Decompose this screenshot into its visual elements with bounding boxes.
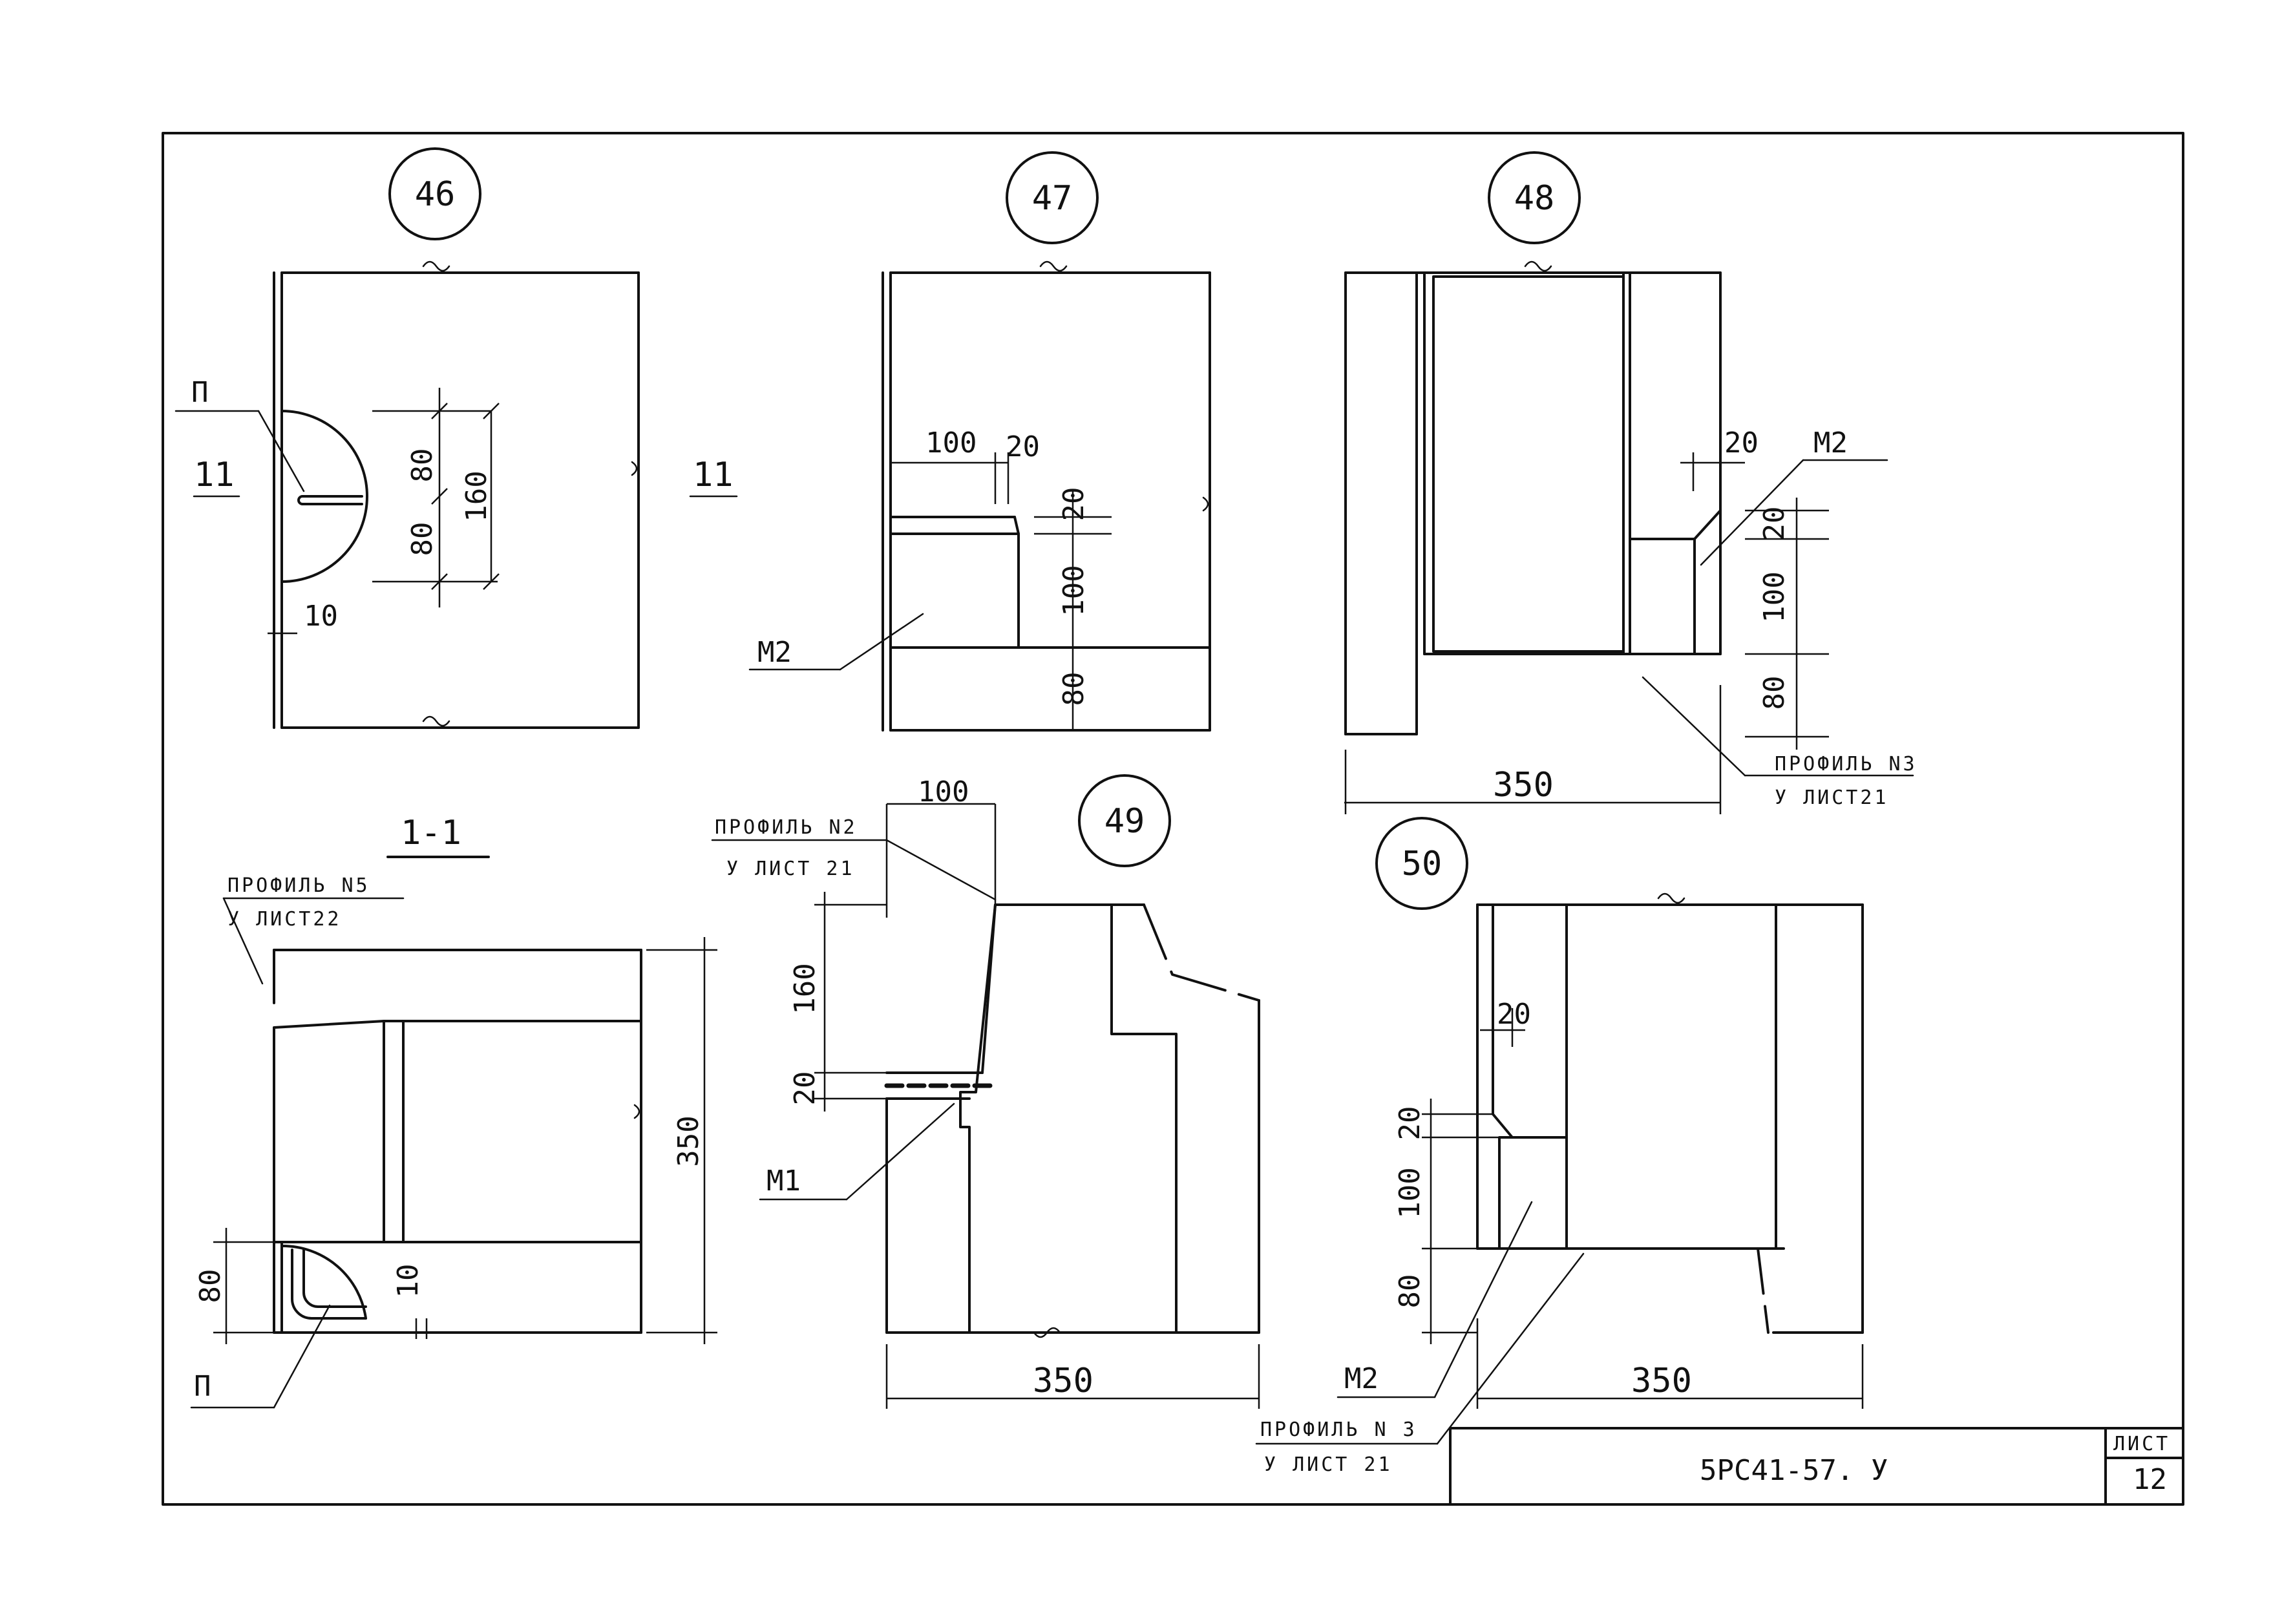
dim-48-base: 80	[1758, 676, 1791, 710]
dim-48-gap: 20	[1724, 427, 1759, 459]
dim-47-width: 100	[925, 427, 977, 459]
section-mark-right: 11	[693, 456, 734, 494]
label-m2-50: М2	[1344, 1362, 1379, 1395]
anchor-label-p-section: П	[194, 1370, 211, 1403]
label-m2-48: М2	[1813, 427, 1848, 459]
detail-49-marker	[1078, 774, 1171, 867]
dim-49-bottom-width: 350	[1033, 1362, 1093, 1400]
label-profile-5-top: ПРОФИЛЬ N5	[227, 874, 370, 897]
dim-50-height: 100	[1393, 1167, 1426, 1218]
dim-47-base: 80	[1057, 672, 1090, 706]
label-profile-3-top: ПРОФИЛЬ N3	[1775, 753, 1918, 775]
detail-47-number: 47	[1032, 179, 1073, 218]
dim-46-gap: 10	[304, 600, 338, 633]
label-profile-3-bottom: У ЛИСТ21	[1775, 786, 1889, 809]
dim-49-width: 100	[918, 775, 969, 808]
label-m1: М1	[766, 1165, 801, 1197]
dim-49-height: 160	[788, 963, 821, 1014]
dim-48-top: 20	[1758, 507, 1791, 541]
title-block-sheet-label: ЛИСТ	[2113, 1433, 2170, 1455]
dim-46-lower: 80	[406, 522, 439, 556]
label-profile-3b-top: ПРОФИЛЬ N 3	[1260, 1418, 1417, 1441]
dim-46-total: 160	[460, 470, 493, 522]
detail-50-marker	[1375, 817, 1468, 910]
title-block-sheet-number: 12	[2133, 1463, 2167, 1496]
title-block-code: 5РС41-57. У	[1700, 1454, 1888, 1487]
sheet-frame	[162, 132, 2184, 1506]
label-profile-2-top: ПРОФИЛЬ N2	[715, 816, 858, 839]
detail-47: 47 100 20 20 100 80 М2	[748, 151, 1211, 732]
dim-48-width: 350	[1493, 766, 1554, 805]
detail-50: 50 20 20 100 80 350 М2 ПРОФИЛЬ N 3	[1255, 817, 1864, 1476]
detail-49: 49 100 ПРОФИЛЬ N2 У ЛИСТ 21 160 20 М1 35…	[711, 774, 1260, 1409]
anchor-label-p: П	[191, 376, 209, 409]
dim-50-bottom-width: 350	[1631, 1362, 1692, 1400]
dim-47-gap: 20	[1006, 430, 1040, 463]
section-mark-left: 11	[194, 456, 235, 494]
detail-49-number: 49	[1104, 802, 1145, 841]
label-profile-2-bottom: У ЛИСТ 21	[726, 858, 855, 880]
dim-section-height: 350	[672, 1115, 705, 1166]
detail-46-number: 46	[415, 175, 456, 214]
detail-48-marker	[1488, 151, 1581, 244]
dim-48-height: 100	[1758, 571, 1791, 622]
dim-49-gap: 20	[788, 1071, 821, 1106]
dim-50-top: 20	[1393, 1106, 1426, 1141]
detail-48-number: 48	[1514, 179, 1555, 218]
dim-section-gap: 10	[392, 1264, 425, 1298]
label-m2-47: М2	[757, 636, 792, 669]
title-block: 5РС41-57. У ЛИСТ 12	[1449, 1427, 2184, 1506]
dim-47-height: 100	[1057, 565, 1090, 616]
dim-50-base: 80	[1393, 1274, 1426, 1309]
dim-47-top: 20	[1057, 487, 1090, 522]
detail-48: 48 20 20 100 80 350 М2 ПРОФИЛЬ N	[1344, 151, 1918, 814]
dim-50-gap: 20	[1497, 998, 1531, 1031]
section-title: 1-1	[401, 814, 461, 852]
dim-46-upper: 80	[406, 448, 439, 483]
detail-46-marker	[388, 147, 481, 240]
dim-section-base: 80	[194, 1269, 227, 1303]
detail-50-number: 50	[1402, 845, 1442, 883]
label-profile-5-bottom: У ЛИСТ22	[227, 908, 342, 931]
section-1-1: 1-1 ПРОФИЛЬ N5 У ЛИСТ22 350 80 10 П	[190, 814, 717, 1409]
detail-47-marker	[1006, 151, 1099, 244]
label-profile-3b-bottom: У ЛИСТ 21	[1264, 1453, 1393, 1476]
detail-46: 46 П 11 11 80 80 160 10	[174, 147, 738, 729]
